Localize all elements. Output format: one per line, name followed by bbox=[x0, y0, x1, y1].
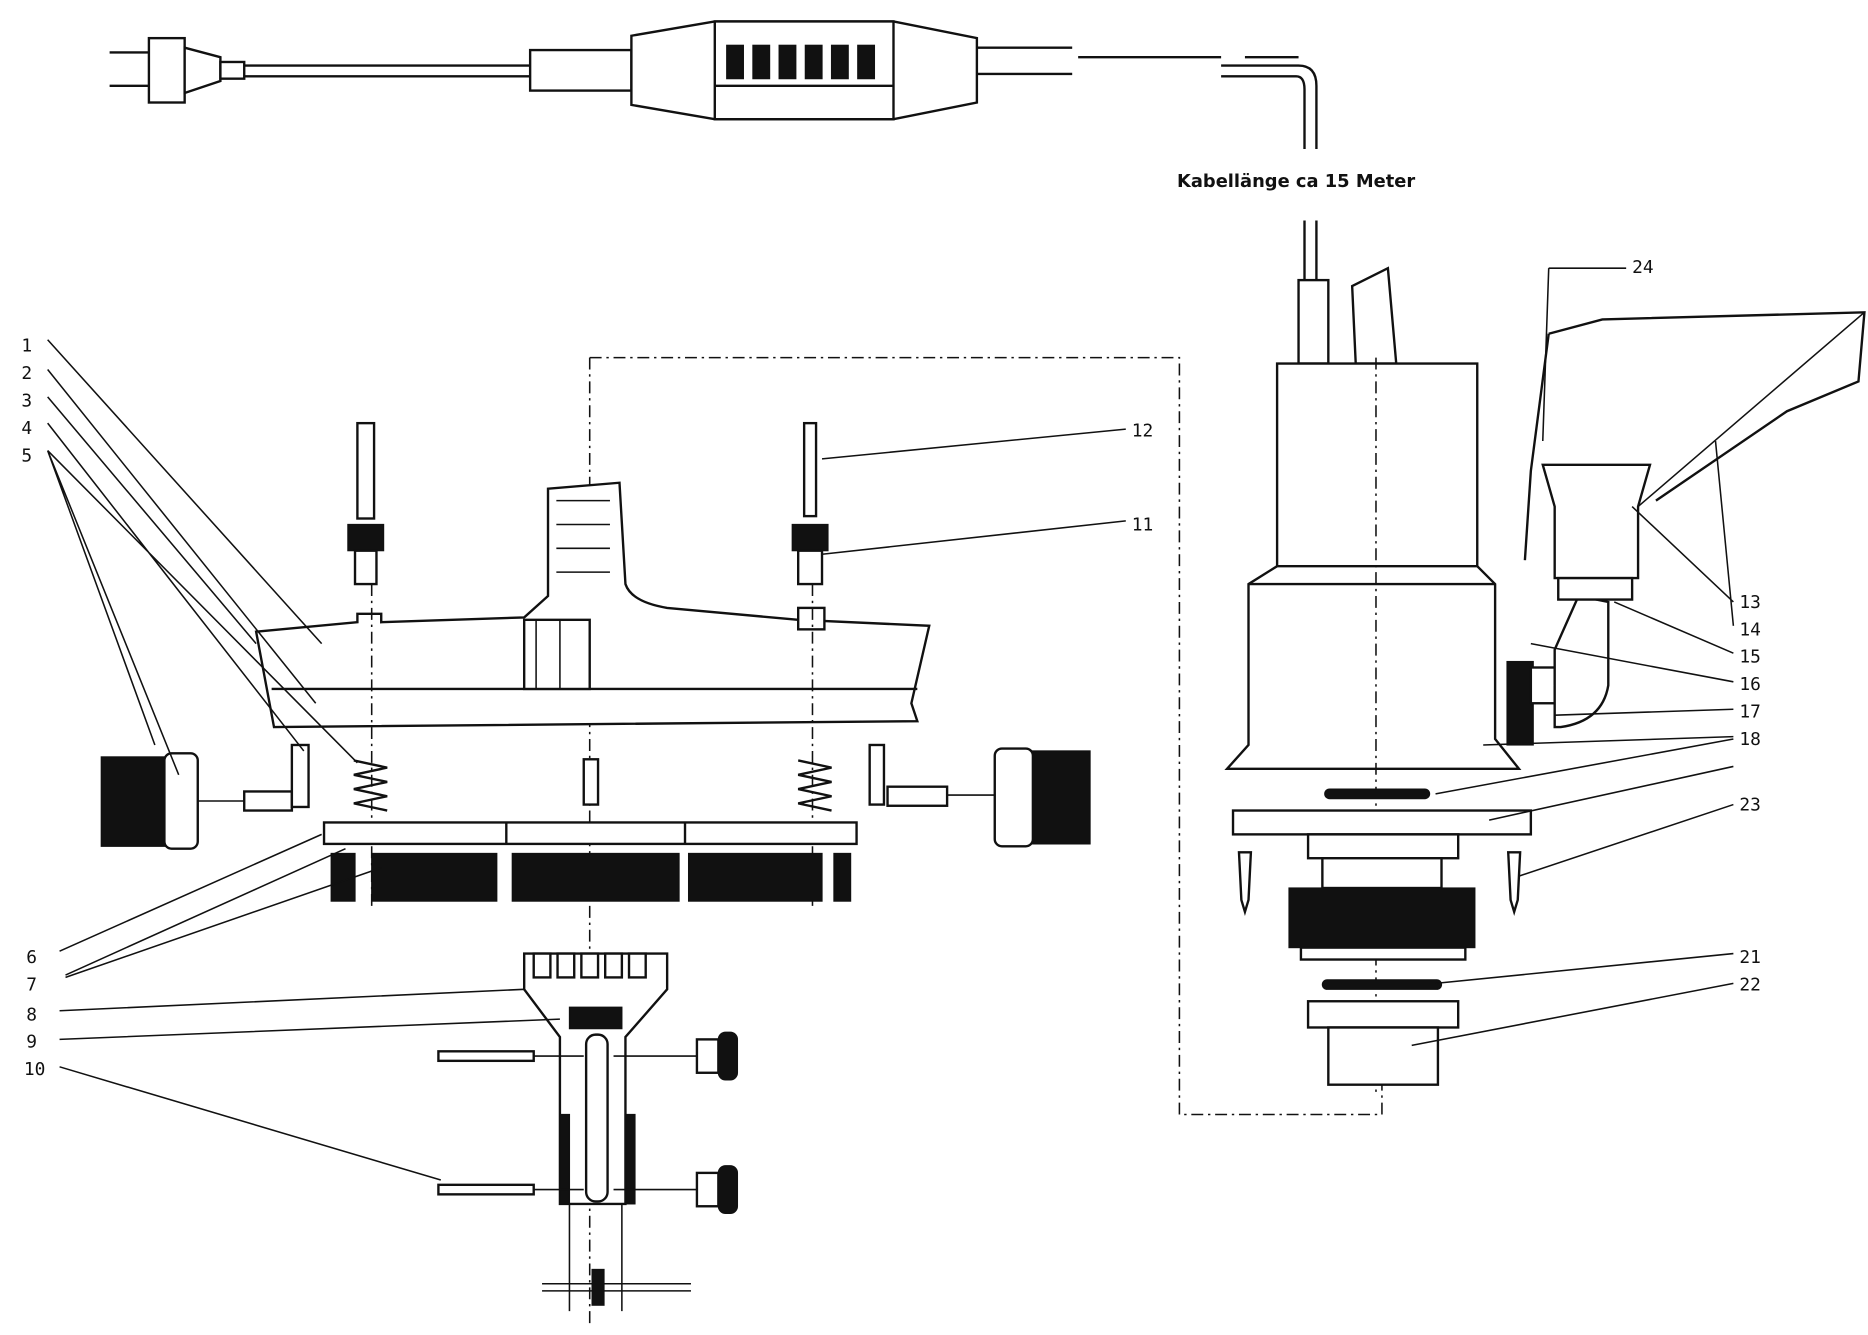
label-5: 5 bbox=[21, 445, 32, 466]
label-3: 3 bbox=[21, 390, 32, 411]
knob-lower bbox=[613, 1165, 739, 1215]
label-6: 6 bbox=[26, 947, 37, 968]
center-pin bbox=[582, 758, 600, 806]
hose bbox=[1523, 311, 1866, 601]
cable-length-caption: Kabellänge ca 15 Meter bbox=[1177, 171, 1415, 192]
spring-right bbox=[797, 759, 832, 812]
label-18: 18 bbox=[1739, 729, 1761, 750]
label-22: 22 bbox=[1739, 975, 1761, 996]
label-9: 9 bbox=[26, 1032, 37, 1053]
label-7: 7 bbox=[26, 975, 37, 996]
label-4: 4 bbox=[21, 418, 32, 439]
leader-lines bbox=[46, 267, 1865, 1181]
label-11: 11 bbox=[1132, 514, 1154, 535]
fault-current-switch bbox=[630, 20, 979, 121]
seal-ring-17 bbox=[1324, 788, 1431, 800]
label-13: 13 bbox=[1739, 592, 1761, 613]
screw-23-right bbox=[1506, 851, 1522, 917]
label-1: 1 bbox=[21, 336, 32, 357]
brush-bar bbox=[322, 821, 858, 902]
label-8: 8 bbox=[26, 1004, 37, 1025]
label-16: 16 bbox=[1739, 674, 1761, 695]
spring-left bbox=[353, 759, 388, 812]
label-10: 10 bbox=[24, 1059, 46, 1080]
label-24: 24 bbox=[1632, 257, 1654, 278]
impeller-housing bbox=[1288, 833, 1476, 961]
label-15: 15 bbox=[1739, 647, 1761, 668]
wheel-right bbox=[868, 743, 1091, 848]
inlet-22 bbox=[1306, 1000, 1460, 1086]
screw-23-left bbox=[1237, 851, 1253, 917]
submersible-pump bbox=[1224, 266, 1610, 771]
label-21: 21 bbox=[1739, 947, 1761, 968]
screw-right bbox=[791, 421, 829, 586]
wheel-left bbox=[100, 743, 310, 850]
base-plate-18 bbox=[1231, 809, 1533, 836]
bolt-lower bbox=[437, 1183, 584, 1196]
seal-ring-21 bbox=[1321, 979, 1443, 990]
label-14: 14 bbox=[1739, 619, 1761, 640]
handle-bracket bbox=[522, 952, 691, 1312]
power-plug bbox=[109, 36, 246, 104]
knob-upper bbox=[613, 1031, 739, 1081]
label-2: 2 bbox=[21, 363, 32, 384]
label-17: 17 bbox=[1739, 702, 1761, 723]
bolt-upper bbox=[437, 1050, 584, 1063]
brush-housing bbox=[254, 481, 931, 729]
label-12: 12 bbox=[1132, 420, 1154, 441]
label-23: 23 bbox=[1739, 795, 1761, 816]
screw-left bbox=[347, 421, 385, 586]
